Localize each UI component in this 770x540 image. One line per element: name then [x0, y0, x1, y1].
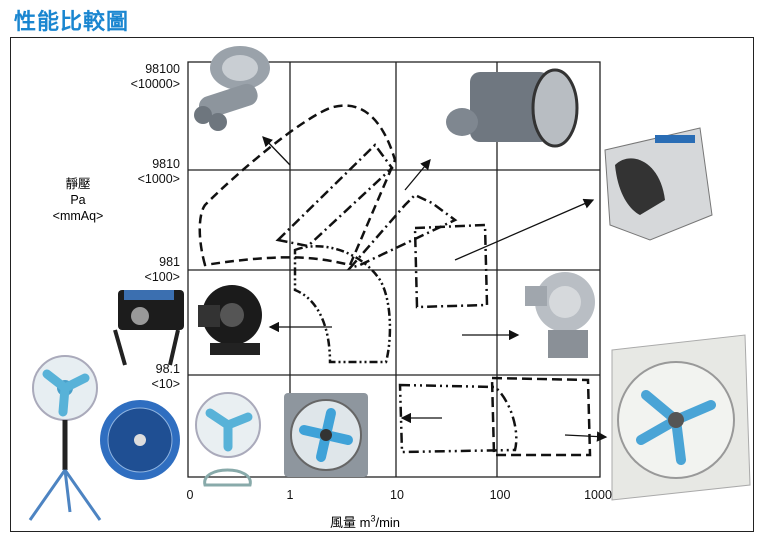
diagram-frame [10, 37, 754, 532]
x-axis-title: 風量 m3/min [330, 513, 401, 530]
x-tick-0: 0 [186, 488, 194, 502]
medium-blower-image [198, 285, 262, 355]
high-pressure-blower-image [446, 68, 579, 148]
y-tick-9810: 9810<1000> [137, 157, 180, 186]
y-tick-981: 981<100> [144, 255, 180, 284]
x-tick-1: 1 [286, 488, 294, 502]
y-tick-98-1: 98.1<10> [151, 362, 180, 391]
curve-high-pressure-blower [275, 143, 394, 248]
x-tick-10: 10 [390, 488, 404, 502]
sirocco-fan-image [604, 127, 713, 241]
exhaust-fan-image [611, 334, 751, 501]
y-axis-title: 靜壓 Pa <mmAq> [38, 176, 118, 224]
x-tick-100: 100 [489, 488, 511, 502]
y-axis-unit: Pa [70, 193, 86, 207]
turbo-blower-image [525, 272, 595, 358]
curve-medium-blower [346, 193, 458, 271]
floor-fan-image [195, 392, 261, 487]
curve-exhaust-fan [490, 376, 592, 457]
ring-blower-image [194, 46, 270, 131]
curve-ring-blower [198, 104, 397, 267]
x-tick-1000: 1000 [584, 488, 612, 502]
wall-fan-image [284, 393, 368, 477]
page-title: 性能比較圖 [14, 9, 130, 34]
high-pressure-ring-blower-image [113, 290, 184, 366]
curve-axial-fan [398, 383, 518, 454]
curve-turbo-blower [293, 245, 392, 364]
portable-axial-fan-image [100, 400, 180, 480]
stand-fan-image [28, 355, 102, 521]
y-axis-title-text: 靜壓 [65, 177, 91, 191]
arrows [262, 136, 608, 442]
y-axis-unit-alt: <mmAq> [52, 209, 104, 223]
curve-sirocco-fan [413, 223, 489, 309]
y-tick-98100: 98100<10000> [130, 62, 180, 91]
